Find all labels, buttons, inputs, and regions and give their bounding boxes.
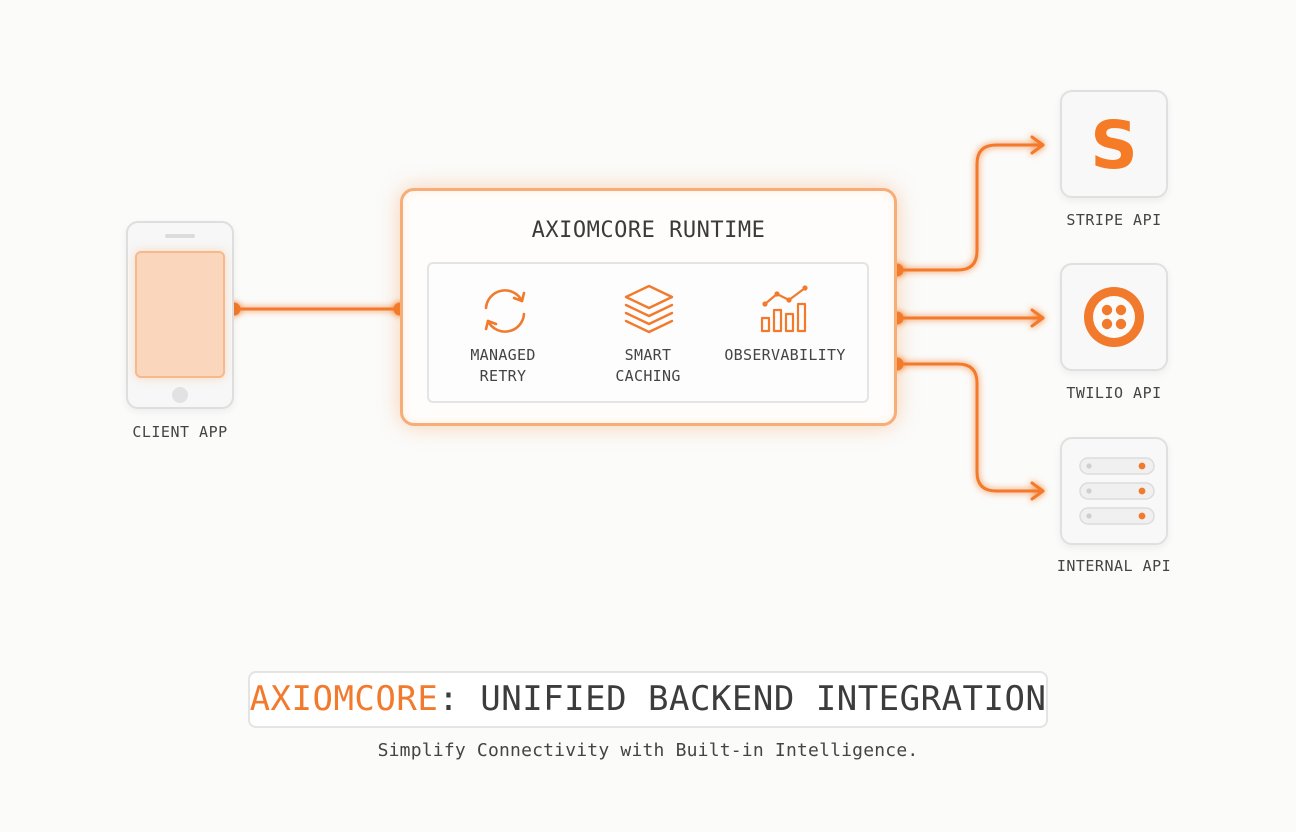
headline: AXIOMCORE: UNIFIED BACKEND INTEGRATION [248,671,1048,728]
client-app-label: CLIENT APP [132,423,228,441]
runtime-to-stripe-line [895,143,1045,272]
stripe-arrowhead [1030,135,1045,155]
runtime-title: AXIOMCORE RUNTIME [531,218,766,243]
feature-smart-caching: SMART CACHING [593,345,703,387]
phone-screen [135,251,225,378]
feature-managed-retry: MANAGED RETRY [448,345,558,387]
stripe-api-label: STRIPE API [1066,211,1162,229]
server-icon [1079,457,1155,525]
twilio-arrowhead [1030,308,1045,328]
feature-observability: OBSERVABILITY [715,345,855,366]
stripe-tile: S [1060,90,1168,198]
headline-separator: : [438,679,460,719]
feature-label-line2: CACHING [615,367,681,385]
phone-speaker [165,234,195,238]
headline-brand: AXIOMCORE [249,679,439,719]
runtime-to-internal-line [895,362,1045,493]
feature-label-line1: OBSERVABILITY [724,346,846,364]
feature-label-line1: SMART [624,346,672,364]
headline-box [248,671,1048,728]
subtitle: Simplify Connectivity with Built-in Inte… [377,740,919,761]
internal-arrowhead [1030,481,1045,501]
refresh-icon [484,289,526,333]
chart-icon [760,285,808,333]
twilio-api-label: TWILIO API [1066,384,1162,402]
layers-icon [624,284,674,334]
headline-rest: UNIFIED BACKEND INTEGRATION [459,679,1047,719]
stripe-icon: S [1090,107,1138,184]
feature-label-line1: MANAGED [470,346,536,364]
phone-home-button [172,387,188,403]
twilio-icon [1084,287,1144,347]
internal-tile [1060,437,1168,545]
internal-api-label: INTERNAL API [1056,557,1172,575]
feature-label-line2: RETRY [479,367,527,385]
twilio-tile [1060,263,1168,371]
